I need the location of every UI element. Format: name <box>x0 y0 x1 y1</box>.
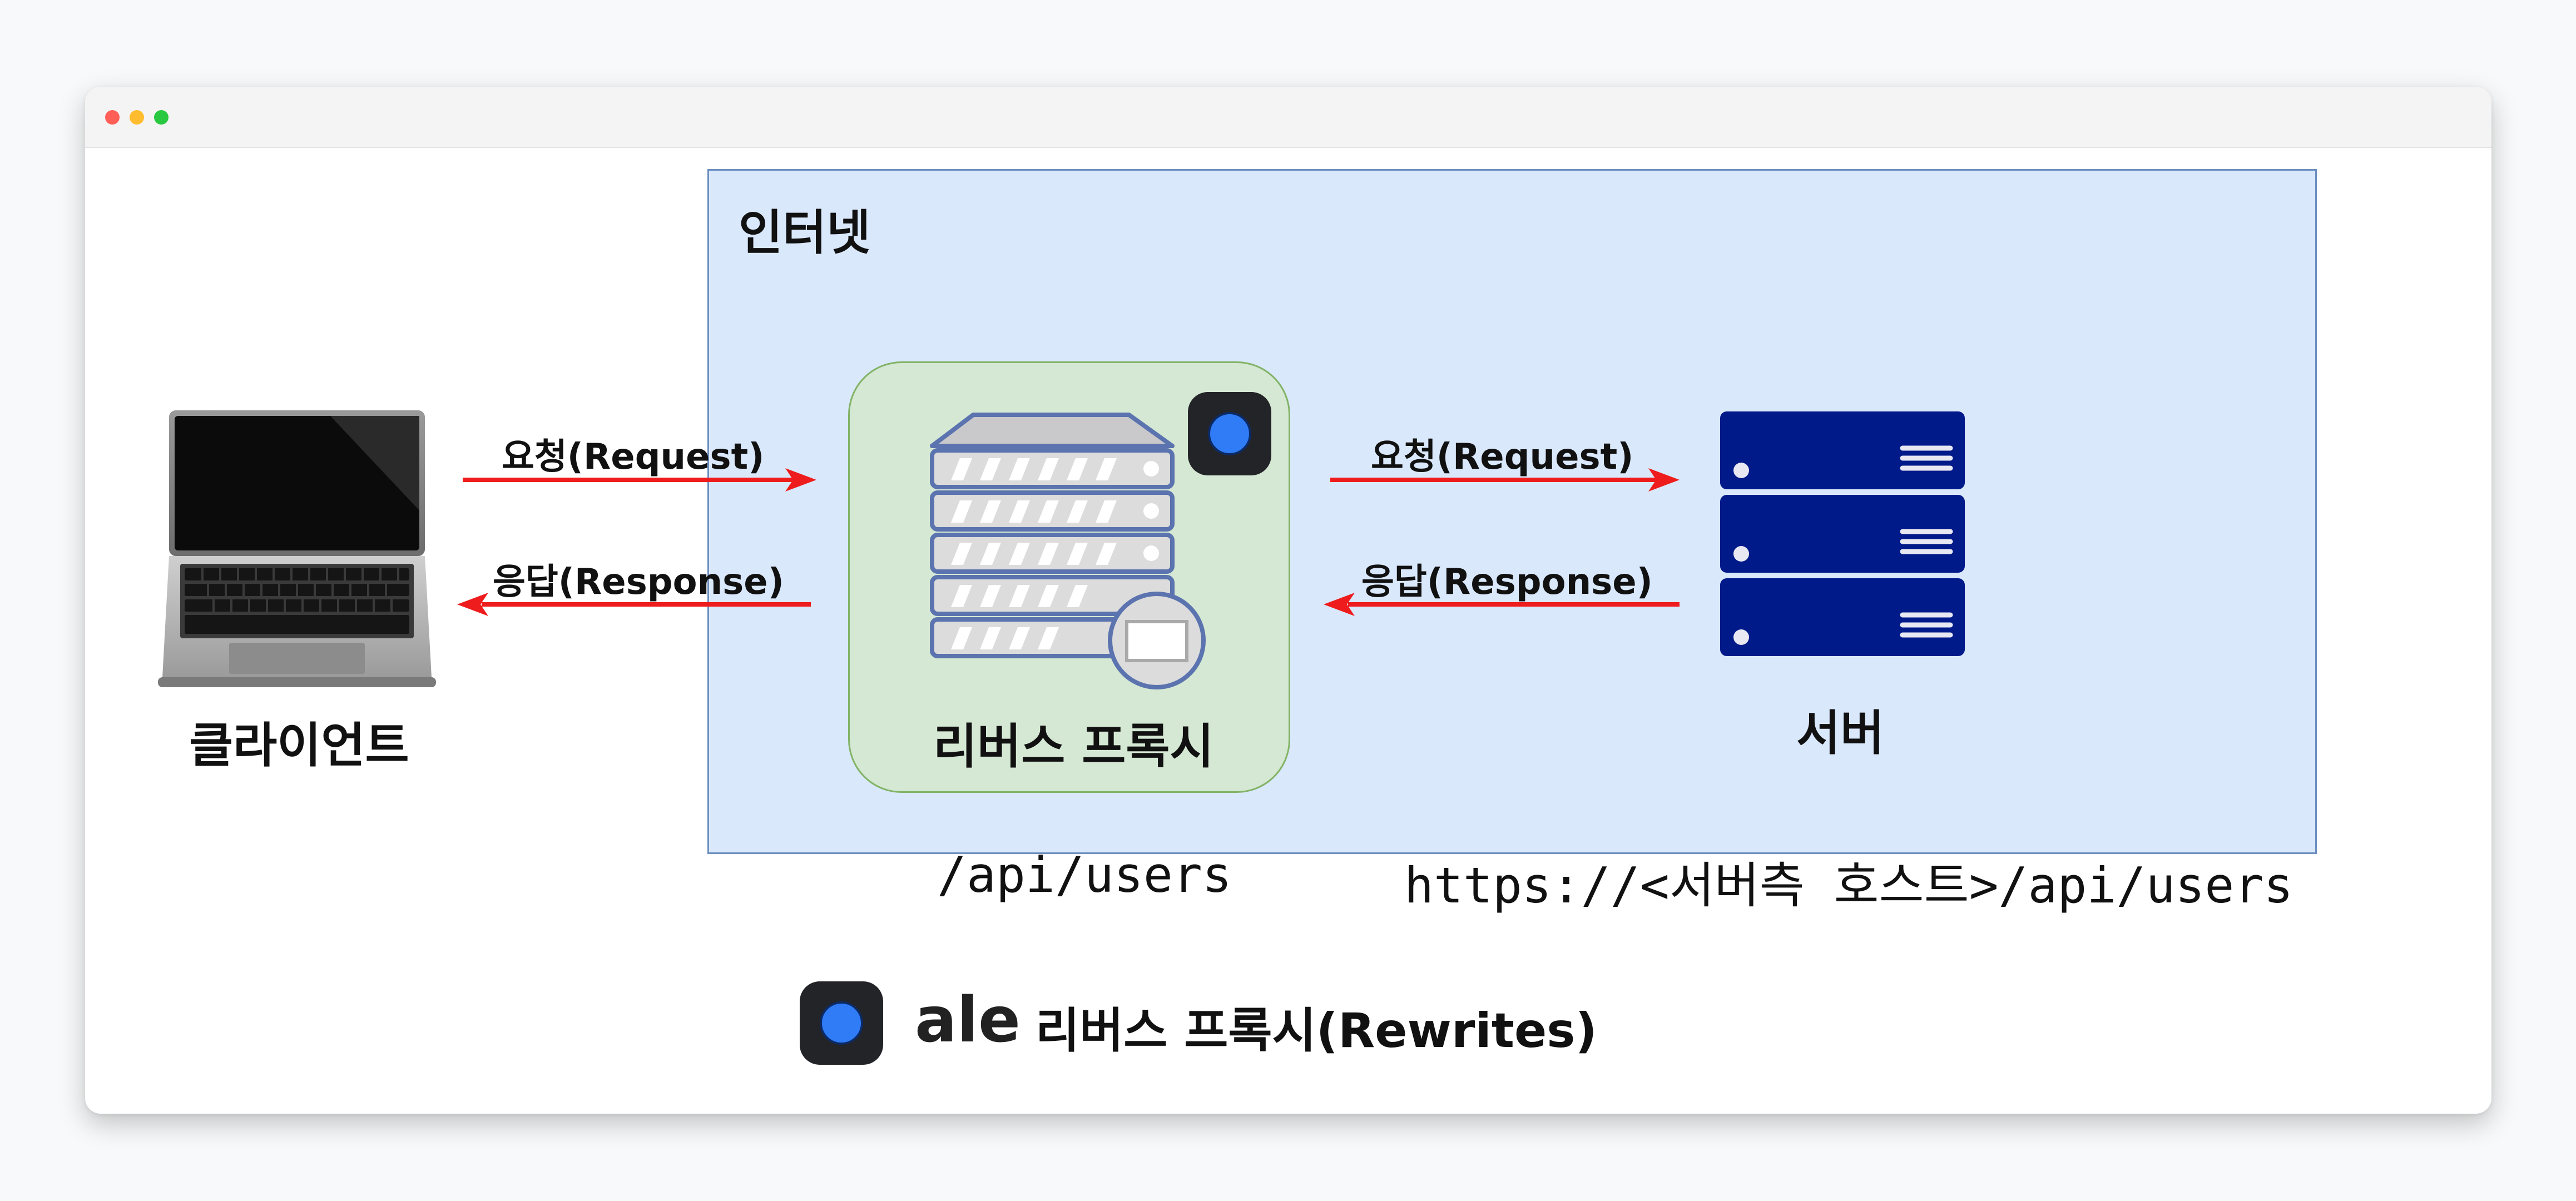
app-logo-icon <box>1188 392 1271 475</box>
proxy-to-server-request-arrow <box>1330 468 1680 492</box>
app-logo-icon <box>800 981 883 1065</box>
laptop-icon <box>158 410 436 687</box>
server-url-label: https://<서버측 호스트>/api/users <box>1404 857 2293 914</box>
response-label: 응답(Response) <box>493 562 784 603</box>
client-label: 클라이언트 <box>189 718 409 773</box>
window-titlebar <box>85 87 2491 148</box>
internet-label: 인터넷 <box>739 205 871 261</box>
server-to-proxy-response-arrow <box>1324 593 1680 616</box>
server-rack-icon <box>930 413 1206 689</box>
request-label: 요청(Request) <box>502 436 765 478</box>
maximize-window-button[interactable] <box>154 110 169 125</box>
request-label: 요청(Request) <box>1371 436 1634 478</box>
client-to-proxy-request-arrow <box>463 468 816 492</box>
proxy-to-client-response-arrow <box>457 593 811 616</box>
footer-brand-name: ale <box>915 984 1021 1056</box>
proxy-path-label: /api/users <box>937 846 1232 904</box>
server-stack-icon <box>1720 411 1965 656</box>
response-label: 응답(Response) <box>1361 562 1653 603</box>
minimize-window-button[interactable] <box>130 110 144 125</box>
close-window-button[interactable] <box>105 110 120 125</box>
footer-title: 리버스 프록시(Rewrites) <box>1036 1003 1597 1059</box>
reverse-proxy-label: 리버스 프록시 <box>933 719 1214 775</box>
server-label: 서버 <box>1796 706 1885 761</box>
